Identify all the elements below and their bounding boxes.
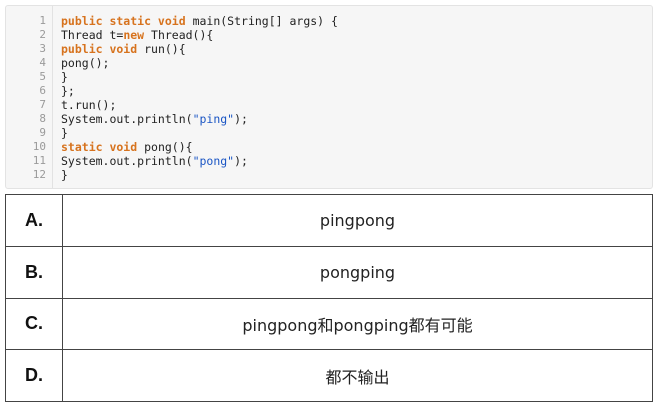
code-line: pong(); [61,56,338,70]
code-line: Thread t=new Thread(){ [61,28,338,42]
line-number: 2 [39,28,46,41]
line-number: 7 [39,98,46,111]
option-text: pingpong和pongping都有可能 [62,297,653,351]
line-number: 11 [32,154,46,167]
code-keyword: new [123,28,152,42]
option-row-b[interactable]: B. pongping [5,245,653,299]
option-row-d[interactable]: D. 都不输出 [5,349,653,402]
line-number: 9 [39,126,46,139]
option-letter: A. [5,194,63,247]
line-number: 6 [39,84,46,97]
code-token: } [61,168,68,182]
option-letter: C. [5,297,63,351]
code-token: System.out.println( [61,112,193,126]
code-line: }; [61,84,338,98]
code-line: System.out.println("ping"); [61,112,338,126]
gutter-divider [52,6,53,188]
code-string: "ping" [192,112,235,126]
code-token: ); [234,112,248,126]
line-number: 12 [32,168,46,181]
code-token: main(String[] args) { [192,14,338,28]
code-token: pong(){ [144,140,193,154]
code-token: } [61,126,68,140]
code-token: } [61,70,68,84]
code-keyword: public void [61,42,145,56]
code-string: "pong" [192,154,235,168]
code-token: run(){ [144,42,186,56]
code-token: ); [234,154,248,168]
line-number: 4 [39,56,46,69]
code-content: public static void main(String[] args) {… [61,14,338,182]
code-line: t.run(); [61,98,338,112]
line-number: 3 [39,42,46,55]
code-line: public void run(){ [61,42,338,56]
line-number: 5 [39,70,46,83]
code-keyword: public static void [61,14,193,28]
answer-options: A. pingpong B. pongping C. pingpong和pong… [5,194,653,402]
option-row-a[interactable]: A. pingpong [5,194,653,247]
code-token: Thread(){ [151,28,214,42]
option-text: pongping [62,245,653,299]
code-keyword: static void [61,140,145,154]
option-row-c[interactable]: C. pingpong和pongping都有可能 [5,297,653,351]
line-number: 8 [39,112,46,125]
code-token: pong(); [61,56,110,70]
code-token: System.out.println( [61,154,193,168]
option-letter: D. [5,349,63,402]
code-line: } [61,126,338,140]
code-token: }; [61,84,75,98]
line-number: 1 [39,14,46,27]
option-text: 都不输出 [62,349,653,402]
line-number: 10 [32,140,46,153]
code-line: } [61,70,338,84]
option-letter: B. [5,245,63,299]
code-token: Thread t= [61,28,124,42]
code-line: } [61,168,338,182]
code-line: System.out.println("pong"); [61,154,338,168]
code-line: static void pong(){ [61,140,338,154]
option-text: pingpong [62,194,653,247]
code-line: public static void main(String[] args) { [61,14,338,28]
code-token: t.run(); [61,98,117,112]
